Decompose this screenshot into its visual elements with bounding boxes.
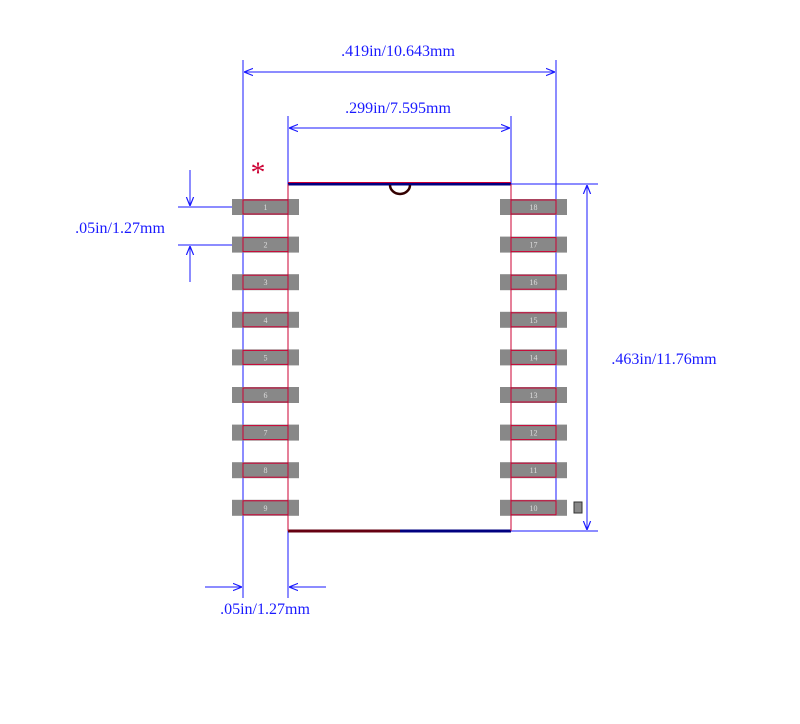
pad-5 xyxy=(232,349,299,366)
pad-6 xyxy=(232,387,299,403)
pad-8 xyxy=(232,462,299,479)
pad-label-6: 6 xyxy=(264,391,268,400)
pad-16 xyxy=(500,274,567,291)
pad-14 xyxy=(500,349,567,366)
pin1-marker: * xyxy=(251,156,266,189)
body-length-label: .463in/11.76mm xyxy=(611,351,717,368)
pad-label-8: 8 xyxy=(264,466,268,475)
pad-10 xyxy=(500,499,567,516)
pad-9 xyxy=(232,499,299,516)
pad-offset-label: .05in/1.27mm xyxy=(220,601,310,618)
pad-18 xyxy=(500,199,567,215)
pad-label-4: 4 xyxy=(264,316,268,325)
pad-4 xyxy=(232,311,299,328)
body-width-label: .299in/7.595mm xyxy=(345,100,451,117)
pad-label-5: 5 xyxy=(264,353,268,362)
pitch-label: .05in/1.27mm xyxy=(75,220,165,237)
pad-label-12: 12 xyxy=(530,429,538,438)
pad-label-14: 14 xyxy=(530,353,538,362)
pad-label-13: 13 xyxy=(530,391,538,400)
overall-width-label: .419in/10.643mm xyxy=(341,43,455,60)
pad-17 xyxy=(500,236,567,253)
pad-7 xyxy=(232,424,299,441)
pad-label-3: 3 xyxy=(264,278,268,287)
pad-3 xyxy=(232,274,299,291)
pad-label-9: 9 xyxy=(264,504,268,513)
body-length-dimension xyxy=(511,183,598,532)
pin1-notch xyxy=(388,184,412,196)
pad-2 xyxy=(232,236,299,253)
pad-label-16: 16 xyxy=(530,278,538,287)
pad-15 xyxy=(500,311,567,328)
package-body-outline xyxy=(287,182,512,533)
pad-label-7: 7 xyxy=(264,429,268,438)
pad-label-2: 2 xyxy=(264,241,268,250)
pad-label-1: 1 xyxy=(264,203,268,212)
body-width-dimension xyxy=(287,116,512,598)
pad-12 xyxy=(500,424,567,441)
pad-11 xyxy=(500,462,567,479)
pad-label-15: 15 xyxy=(530,316,538,325)
pad-label-11: 11 xyxy=(530,466,538,475)
overall-width-dimension xyxy=(242,60,557,598)
pad-label-17: 17 xyxy=(530,241,538,250)
fiducial-marker xyxy=(573,501,583,514)
pad-label-18: 18 xyxy=(530,203,538,212)
pad-13 xyxy=(500,387,567,403)
pad-1 xyxy=(232,199,299,215)
pad-label-10: 10 xyxy=(530,504,538,513)
